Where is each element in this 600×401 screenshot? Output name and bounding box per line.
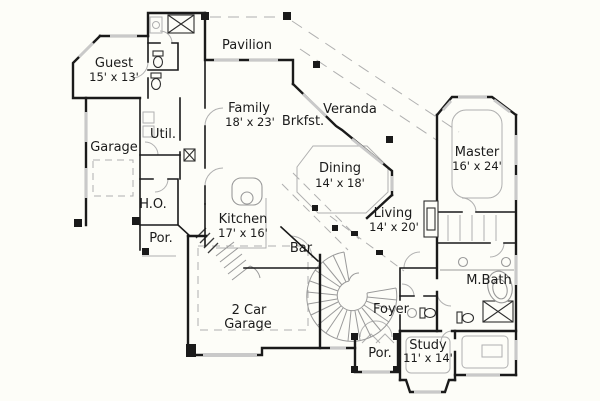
veranda-outer-edge xyxy=(291,20,460,133)
room-label-util: Util. xyxy=(150,127,176,142)
room-dims-living: 14' x 20' xyxy=(369,220,419,234)
room-label-study: Study xyxy=(409,338,447,353)
toilet-icon xyxy=(456,311,475,324)
pavilion-post xyxy=(283,12,291,20)
room-label-ho: H.O. xyxy=(139,197,167,212)
shower-icon xyxy=(482,300,514,323)
room-label-living: Living xyxy=(374,206,413,221)
room-label-por-rear: Por. xyxy=(368,346,392,361)
chase-icon xyxy=(183,148,196,162)
sink-icon xyxy=(406,256,514,319)
room-dims-guest: 15' x 13' xyxy=(89,70,139,84)
colonnade-block xyxy=(351,231,358,236)
room-label-master: Master xyxy=(455,145,500,160)
gallery-line xyxy=(281,183,349,251)
room-label-garage2-line2: Garage xyxy=(224,317,272,332)
room-dims-study: 11' x 14' xyxy=(403,351,453,365)
kitchen-counter xyxy=(216,198,267,249)
washer-icon xyxy=(142,111,155,124)
room-label-garage: Garage xyxy=(90,140,138,155)
toilet-icon xyxy=(152,50,164,69)
study-floor-outline xyxy=(405,336,451,374)
sink-icon xyxy=(149,16,163,34)
room-label-por-side: Por. xyxy=(149,231,173,246)
dining-floor-outline xyxy=(296,145,389,214)
room-label-bar: Bar xyxy=(290,241,313,256)
room-labels-layer: Pavilion Guest 15' x 13' Family 18' x 23… xyxy=(89,38,512,365)
toilet-icon xyxy=(419,307,437,319)
room-label-brkfst: Brkfst. xyxy=(282,114,324,129)
dryer-icon xyxy=(142,125,155,138)
door-arcs xyxy=(131,30,505,343)
fixtures-layer xyxy=(150,14,514,324)
walls-layer xyxy=(71,11,518,394)
room-label-garage2-line1: 2 Car xyxy=(232,303,267,318)
colonnade-block xyxy=(376,250,383,255)
staircase xyxy=(215,241,261,281)
porch-post xyxy=(393,333,400,340)
master-floor-outline xyxy=(451,109,503,199)
room-dims-family: 18' x 23' xyxy=(225,115,275,129)
closet-rod-lines xyxy=(447,215,497,241)
room-label-pavilion: Pavilion xyxy=(222,38,272,53)
room-label-guest: Guest xyxy=(95,56,133,71)
detail-lines-layer xyxy=(92,16,509,374)
carport-post xyxy=(74,219,82,227)
closet-floor-outline xyxy=(461,335,509,369)
room-dims-kitchen: 17' x 16' xyxy=(218,226,268,240)
porch-post xyxy=(142,248,149,255)
porch-post xyxy=(351,333,358,340)
porch-steps xyxy=(361,333,395,344)
room-dims-master: 16' x 24' xyxy=(452,159,502,173)
porch-post xyxy=(351,366,358,373)
fireplace-icon xyxy=(423,200,439,238)
columns-layer xyxy=(74,12,400,373)
room-label-foyer: Foyer xyxy=(373,302,410,317)
garage-door-dash xyxy=(92,159,134,197)
pantry-shelves xyxy=(195,227,219,254)
living-colonnade-line xyxy=(329,215,405,272)
windows-layer xyxy=(78,34,518,394)
garage-corner-pier xyxy=(186,344,196,357)
gallery-column xyxy=(312,205,318,211)
kitchen-island xyxy=(231,177,263,206)
room-dims-dining: 14' x 18' xyxy=(315,176,365,190)
gallery-column xyxy=(332,225,338,231)
tub-icon xyxy=(487,270,513,304)
room-label-mbath: M.Bath xyxy=(466,273,512,288)
veranda-post xyxy=(313,61,320,68)
room-label-dining: Dining xyxy=(319,161,361,176)
veranda-post xyxy=(386,136,393,143)
gallery-line xyxy=(292,172,360,240)
room-label-kitchen: Kitchen xyxy=(219,212,268,227)
interior-walls-layer xyxy=(72,35,517,332)
closet-island xyxy=(481,344,503,358)
room-label-veranda: Veranda xyxy=(323,102,377,117)
toilet-icon xyxy=(150,72,162,91)
porch-post xyxy=(393,366,400,373)
shower-icon xyxy=(167,14,195,34)
pavilion-post xyxy=(201,12,209,20)
room-label-family: Family xyxy=(228,101,270,116)
carport-post xyxy=(132,217,140,225)
veranda-inner-edge xyxy=(299,48,439,142)
